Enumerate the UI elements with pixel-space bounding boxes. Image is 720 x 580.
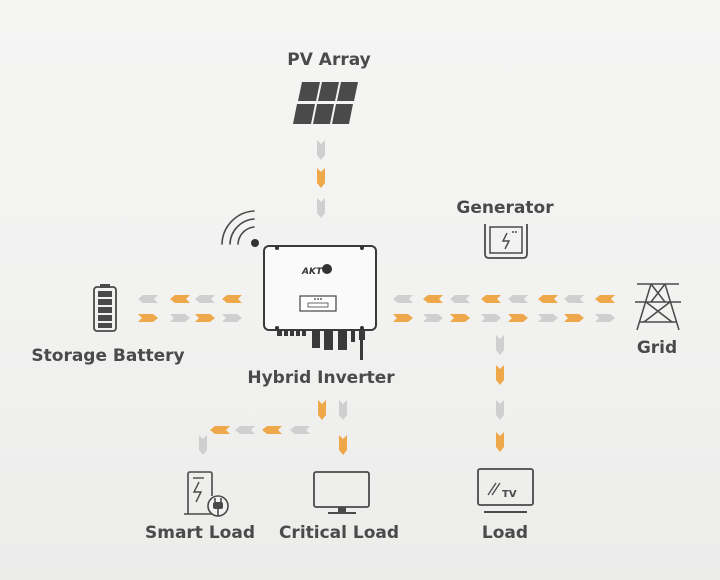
flow-arrow-smart-load — [235, 426, 255, 434]
flow-arrow-grid-in — [508, 295, 528, 303]
flow-arrow-battery-out — [138, 295, 158, 303]
generator-icon — [484, 224, 528, 259]
flow-arrow-load — [496, 365, 504, 385]
flow-arrow-critical-load — [339, 400, 347, 420]
flow-arrow-grid-in — [538, 295, 558, 303]
monitor-icon — [313, 471, 370, 514]
flow-arrow-load — [496, 335, 504, 355]
flow-arrow-battery-in — [138, 314, 158, 322]
critical-load-label: Critical Load — [278, 523, 400, 543]
flow-arrow-battery-out — [222, 295, 242, 303]
flow-arrow-grid-in — [393, 295, 413, 303]
hybrid-inverter-label: Hybrid Inverter — [247, 368, 395, 388]
flow-arrow-smart-load — [199, 435, 207, 455]
flow-arrow-smart-load — [290, 426, 310, 434]
flow-arrow-smart-load — [210, 426, 230, 434]
flow-arrow-battery-in — [195, 314, 215, 322]
flow-arrow-grid-in — [450, 295, 470, 303]
load-label: Load — [481, 523, 529, 543]
flow-arrow-battery-out — [195, 295, 215, 303]
flow-arrow-pv — [317, 168, 325, 188]
flow-arrow-grid-out — [450, 314, 470, 322]
flow-arrow-grid-out — [595, 314, 615, 322]
flow-arrow-battery-in — [170, 314, 190, 322]
flow-arrow-smart-load — [262, 426, 282, 434]
flow-arrow-grid-in — [564, 295, 584, 303]
flow-arrow-grid-out — [423, 314, 443, 322]
smart-load-label: Smart Load — [144, 523, 256, 543]
inverter-brand-logo: AKT — [301, 267, 323, 277]
flow-arrow-critical-load — [339, 435, 347, 455]
transmission-tower-icon — [635, 283, 681, 331]
flow-arrow-grid-in — [595, 295, 615, 303]
grid-label: Grid — [636, 338, 678, 358]
wifi-signal-icon — [221, 210, 259, 247]
flow-arrow-grid-out — [393, 314, 413, 322]
generator-label: Generator — [456, 198, 554, 218]
flow-arrow-grid-out — [508, 314, 528, 322]
flow-arrow-grid-out — [481, 314, 501, 322]
smart-load-icon — [184, 471, 229, 517]
inverter-icon: AKT — [263, 245, 377, 360]
flow-arrow-load — [496, 432, 504, 452]
flow-arrow-smart-load — [318, 400, 326, 420]
pv-array-label: PV Array — [287, 50, 371, 70]
flow-arrow-battery-out — [170, 295, 190, 303]
solar-panel-icon — [293, 82, 358, 124]
flow-arrow-grid-out — [538, 314, 558, 322]
storage-battery-label: Storage Battery — [31, 346, 185, 366]
flow-arrow-battery-in — [222, 314, 242, 322]
flow-arrow-grid-in — [423, 295, 443, 303]
flow-arrow-pv — [317, 198, 325, 218]
battery-icon — [93, 284, 117, 332]
flow-arrow-pv — [317, 140, 325, 160]
tv-icon: TV — [477, 468, 534, 513]
flow-arrow-grid-out — [564, 314, 584, 322]
flow-arrow-load — [496, 400, 504, 420]
tv-icon-text: TV — [502, 489, 517, 500]
flow-arrow-grid-in — [481, 295, 501, 303]
